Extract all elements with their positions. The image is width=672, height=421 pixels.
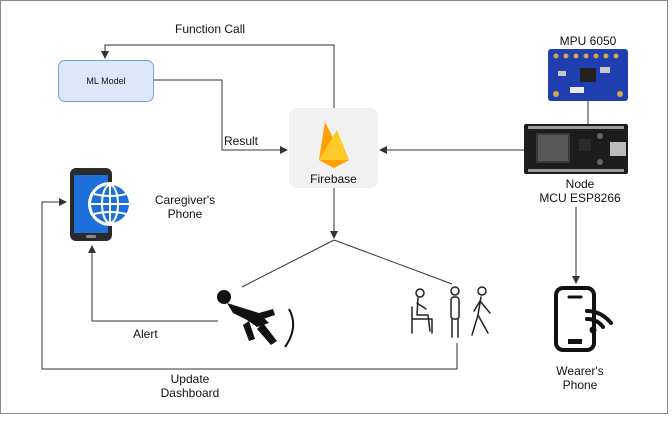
node-label-line1: Node (565, 177, 595, 191)
esp8266-board-icon (524, 124, 628, 174)
node-label-line2: MCU ESP8266 (539, 191, 621, 205)
alert-label: Alert (133, 327, 158, 341)
ml-model-label: ML Model (86, 76, 126, 86)
result-arrow (154, 79, 288, 154)
result-label: Result (224, 134, 259, 148)
caregiver-label-line1: Caregiver's (154, 193, 216, 207)
caregiver-label-line2: Phone (167, 207, 203, 221)
sitting-standing-walking-icon (411, 286, 491, 338)
alert-arrow (88, 245, 218, 322)
mpu6050-board-icon (548, 49, 628, 101)
branch-to-adl (333, 239, 453, 285)
diagram-frame (0, 0, 668, 414)
smartphone-wifi-icon (554, 286, 613, 352)
wearer-label-line2: Phone (562, 378, 598, 392)
firebase-node: Firebase (289, 108, 378, 188)
function-call-arrow (101, 44, 335, 108)
falling-person-icon (217, 290, 295, 348)
update-label-line1: Update (170, 372, 210, 386)
branch-to-fall (241, 239, 335, 288)
update-label-line2: Dashboard (160, 386, 220, 400)
update-dashboard-arrow (41, 198, 458, 370)
function-call-label: Function Call (175, 22, 246, 36)
ml-model-box: ML Model (58, 60, 154, 102)
mpu-label: MPU 6050 (559, 34, 617, 48)
wearer-label-line1: Wearer's (556, 364, 604, 378)
firebase-flame-icon (319, 122, 349, 168)
firebase-label: Firebase (310, 172, 357, 186)
smartphone-globe-icon (70, 168, 132, 241)
